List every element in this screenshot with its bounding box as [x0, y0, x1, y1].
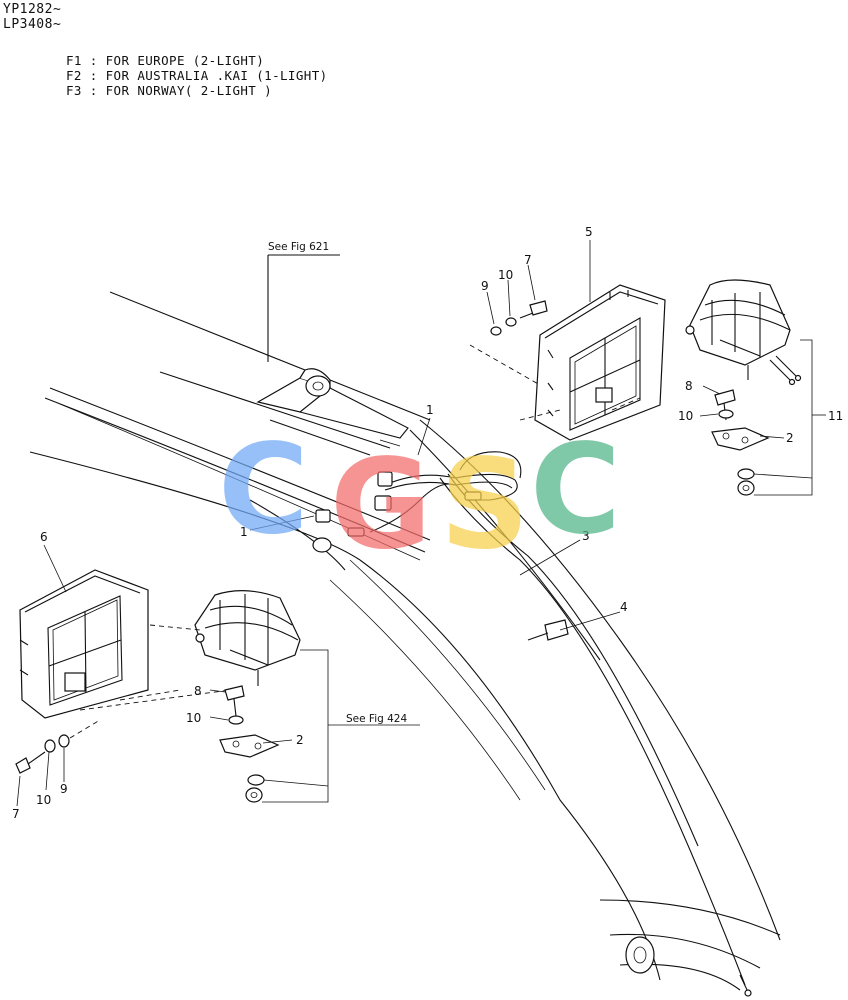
ref-fig424-label: See Fig 424 — [346, 713, 407, 725]
callout-6: 6 — [40, 530, 48, 544]
callout-1-left: 1 — [240, 525, 248, 539]
work-lamp-right — [685, 279, 802, 386]
callout-2-right: 2 — [786, 431, 794, 445]
callout-9-top: 9 — [481, 279, 489, 293]
watermark-letter-3: S — [440, 433, 529, 577]
work-lamp-left — [149, 590, 301, 686]
wiring-harness — [312, 451, 752, 997]
note-f3: F3 : FOR NORWAY( 2-LIGHT ) — [66, 83, 273, 98]
hardware-right — [490, 300, 770, 496]
callout-5: 5 — [585, 225, 593, 239]
boom-arm — [29, 291, 781, 991]
callout-leaders — [16, 240, 826, 807]
watermark: C G S C — [218, 418, 621, 577]
callout-3: 3 — [582, 529, 590, 543]
callout-10-bottom: 10 — [36, 793, 51, 807]
connector-c — [347, 527, 365, 537]
callout-1-top: 1 — [426, 403, 434, 417]
watermark-letter-2: G — [330, 433, 432, 577]
callout-7-bottom: 7 — [12, 807, 20, 821]
callout-7-top: 7 — [524, 253, 532, 267]
callout-10-left: 10 — [186, 711, 201, 725]
callout-4: 4 — [620, 600, 628, 614]
connector-b — [374, 495, 392, 511]
watermark-letter-4: C — [530, 418, 621, 562]
callout-10-top: 10 — [498, 268, 513, 282]
callout-numbers: 1 1 2 2 3 4 5 6 7 7 8 8 9 9 10 10 10 10 … — [12, 225, 843, 821]
variant-notes: F1 : FOR EUROPE (2-LIGHT) F2 : FOR AUSTR… — [66, 53, 328, 98]
callout-8-left: 8 — [194, 684, 202, 698]
callout-8-right: 8 — [685, 379, 693, 393]
callout-9-bottom: 9 — [60, 782, 68, 796]
watermark-letter-1: C — [218, 418, 309, 562]
connector-e — [315, 509, 331, 523]
connector-d — [464, 491, 482, 501]
callout-11: 11 — [828, 409, 843, 423]
serial-number-1: YP1282~ — [3, 2, 62, 17]
grommet — [312, 537, 332, 553]
clip-part-4 — [527, 619, 569, 641]
note-f2: F2 : FOR AUSTRALIA .KAI (1-LIGHT) — [66, 68, 328, 83]
ref-fig621-label: See Fig 621 — [268, 241, 329, 253]
callout-10-right: 10 — [678, 409, 693, 423]
callout-2-left: 2 — [296, 733, 304, 747]
note-f1: F1 : FOR EUROPE (2-LIGHT) — [66, 53, 265, 68]
connector-a — [377, 471, 393, 487]
ref-fig621: See Fig 621 — [267, 241, 340, 362]
serial-number-2: LP3408~ — [3, 17, 62, 32]
light-guard-right — [469, 284, 666, 441]
light-guard-left — [19, 569, 231, 719]
hardware-left — [15, 685, 280, 803]
